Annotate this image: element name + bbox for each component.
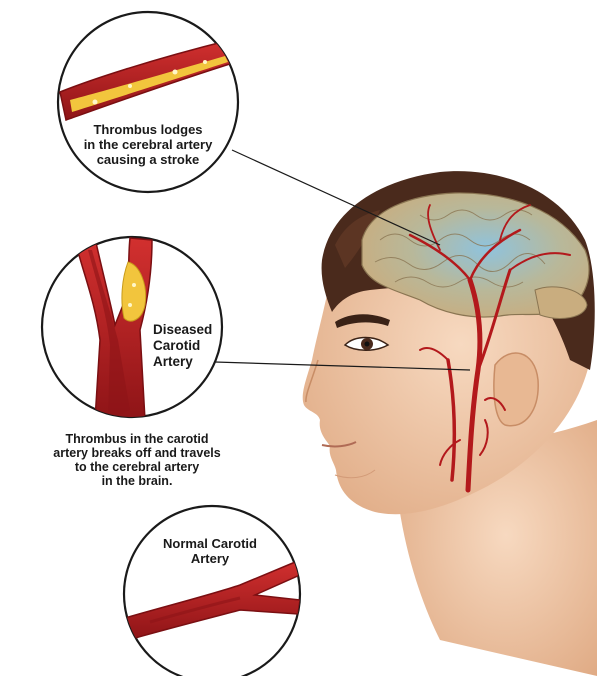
- label-diseased-1: Diseased: [153, 322, 212, 337]
- caption-line-4: in the brain.: [12, 474, 262, 488]
- label-normal-2: Artery: [191, 551, 230, 566]
- thrombus-travels-caption: Thrombus in the carotid artery breaks of…: [12, 432, 262, 488]
- cerebral-artery-inset: Thrombus lodges in the cerebral artery c…: [58, 12, 238, 192]
- label-thrombus-lodges-3: causing a stroke: [97, 152, 200, 167]
- caption-line-1: Thrombus in the carotid: [12, 432, 262, 446]
- caption-line-3: to the cerebral artery: [12, 460, 262, 474]
- head-illustration: [303, 171, 597, 676]
- normal-carotid-inset: Normal Carotid Artery: [124, 506, 302, 676]
- label-diseased-2: Carotid: [153, 338, 200, 353]
- caption-line-2: artery breaks off and travels: [12, 446, 262, 460]
- label-diseased-3: Artery: [153, 354, 193, 369]
- label-normal-1: Normal Carotid: [163, 536, 257, 551]
- diseased-carotid-inset: Diseased Carotid Artery: [42, 237, 222, 420]
- label-thrombus-lodges-1: Thrombus lodges: [93, 122, 202, 137]
- label-thrombus-lodges-2: in the cerebral artery: [84, 137, 213, 152]
